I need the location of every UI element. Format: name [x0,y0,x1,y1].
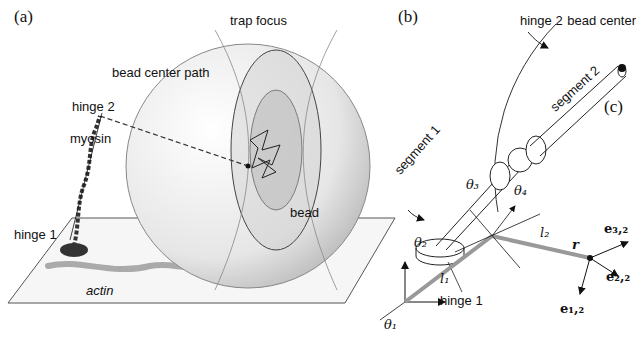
part-label: bead center path [112,66,210,80]
part-label: segment 1 [392,123,443,178]
part-label: bead [290,206,319,220]
part-label: trap focus [230,14,287,28]
angle-symbol: θ₄ [514,184,527,198]
part-label: hinge 2 [520,14,563,28]
part-label: hinge 2 [72,100,115,114]
part-label: myosin [70,132,111,146]
length-symbol: l₂ [540,226,549,240]
panel-label: (c) [604,98,623,117]
vector-symbol: e₁,₂ [560,302,584,316]
part-label: hinge 1 [440,294,483,308]
vector-symbol: e₂,₂ [606,270,630,284]
angle-symbol: θ₁ [384,318,397,332]
part-label: segment 2 [548,63,603,114]
part-label: bead center [567,14,636,28]
part-label: hinge 1 [14,228,57,242]
length-symbol: l₁ [440,272,449,286]
angle-symbol: θ₂ [414,236,427,250]
part-label: actin [86,284,113,298]
vector-symbol: e₃,₂ [604,222,628,236]
panel-label: (b) [398,8,418,27]
vector-symbol: r [572,238,579,252]
panel-label: (a) [14,8,33,27]
angle-symbol: θ₃ [466,178,479,192]
